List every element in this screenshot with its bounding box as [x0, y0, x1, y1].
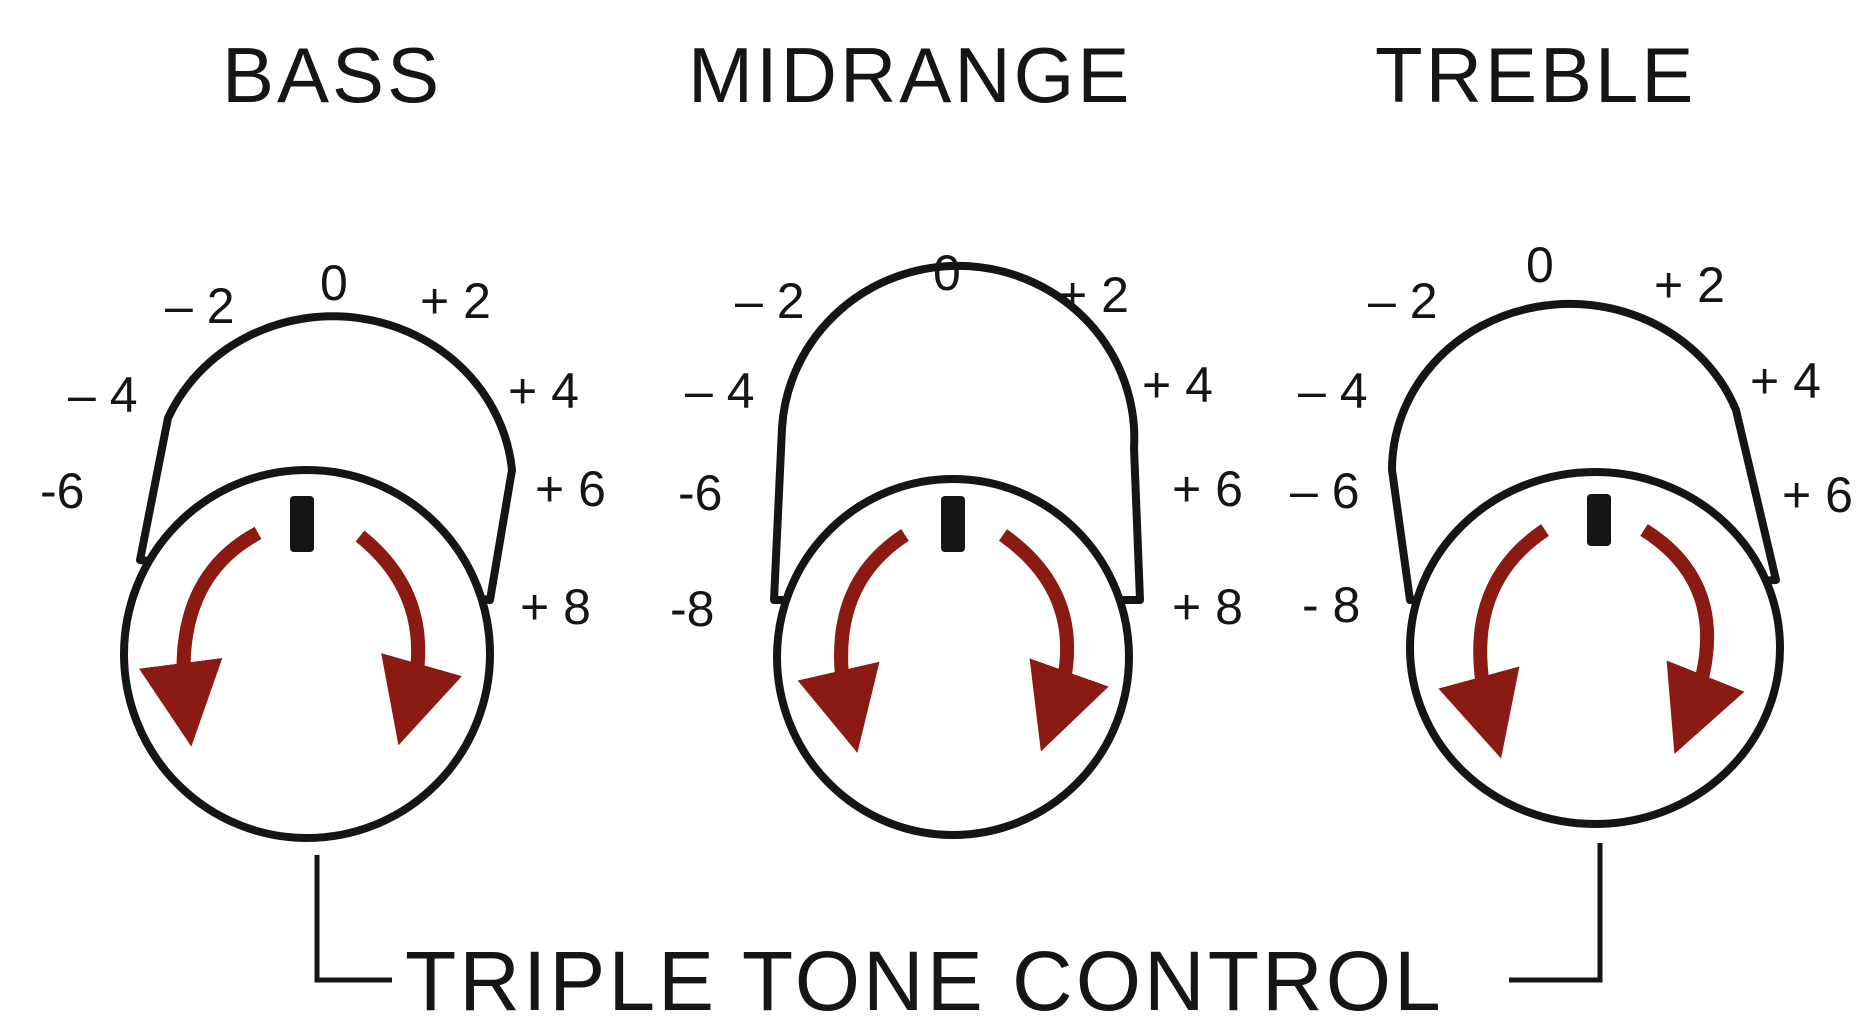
- midrange-scale-m6: -6: [678, 465, 722, 521]
- curved-arrow-icon: [797, 529, 909, 753]
- midrange-scale-m4: – 4: [685, 363, 755, 419]
- treble-scale-m2: – 2: [1368, 273, 1438, 329]
- midrange-scale-m8: -8: [670, 581, 714, 637]
- curved-arrow-icon: [139, 526, 262, 747]
- curved-arrow-icon: [355, 530, 462, 746]
- treble-scale-m4: – 4: [1298, 363, 1368, 419]
- treble-scale-p6: + 6: [1782, 467, 1853, 523]
- caption-bracket-left: [314, 855, 392, 983]
- curved-arrow-icon: [1438, 524, 1549, 759]
- midrange-scale-p4: + 4: [1142, 357, 1213, 413]
- pointer-bar-icon: [941, 496, 965, 552]
- bass-scale-m6: -6: [40, 463, 84, 519]
- bass-scale-p8: + 8: [520, 579, 591, 635]
- bass-scale-p2: + 2: [420, 273, 491, 329]
- pointer-bar-icon: [1587, 494, 1611, 546]
- bass-knob[interactable]: [120, 312, 516, 842]
- curved-arrow-icon: [998, 529, 1109, 752]
- treble-scale-p4: + 4: [1750, 353, 1821, 409]
- bass-scale-m4: – 4: [68, 367, 138, 423]
- midrange-scale-p8: + 8: [1172, 579, 1243, 635]
- midrange-scale-m2: – 2: [735, 273, 805, 329]
- bass-scale-zero: 0: [320, 255, 348, 311]
- treble-scale-m8: - 8: [1302, 577, 1360, 633]
- midrange-knob[interactable]: [770, 261, 1144, 839]
- midrange-heading: MIDRANGE: [688, 31, 1133, 119]
- curved-arrow-icon: [1640, 524, 1745, 755]
- bass-scale-p6: + 6: [535, 461, 606, 517]
- midrange-scale-p6: + 6: [1172, 461, 1243, 517]
- midrange-scale-zero: 0: [933, 245, 961, 301]
- treble-scale-p2: + 2: [1654, 257, 1725, 313]
- bass-scale-p4: + 4: [508, 363, 579, 419]
- treble-heading: TREBLE: [1375, 31, 1697, 119]
- treble-scale-m6: – 6: [1290, 463, 1360, 519]
- bass-scale-m2: – 2: [165, 278, 235, 334]
- bass-heading: BASS: [222, 31, 443, 119]
- treble-scale-zero: 0: [1526, 237, 1554, 293]
- pointer-bar-icon: [290, 496, 314, 552]
- caption-title: TRIPLE TONE CONTROL: [405, 934, 1444, 1018]
- treble-knob[interactable]: [1388, 299, 1784, 828]
- caption-bracket-right: [1509, 843, 1603, 983]
- midrange-scale-p2: + 2: [1058, 267, 1129, 323]
